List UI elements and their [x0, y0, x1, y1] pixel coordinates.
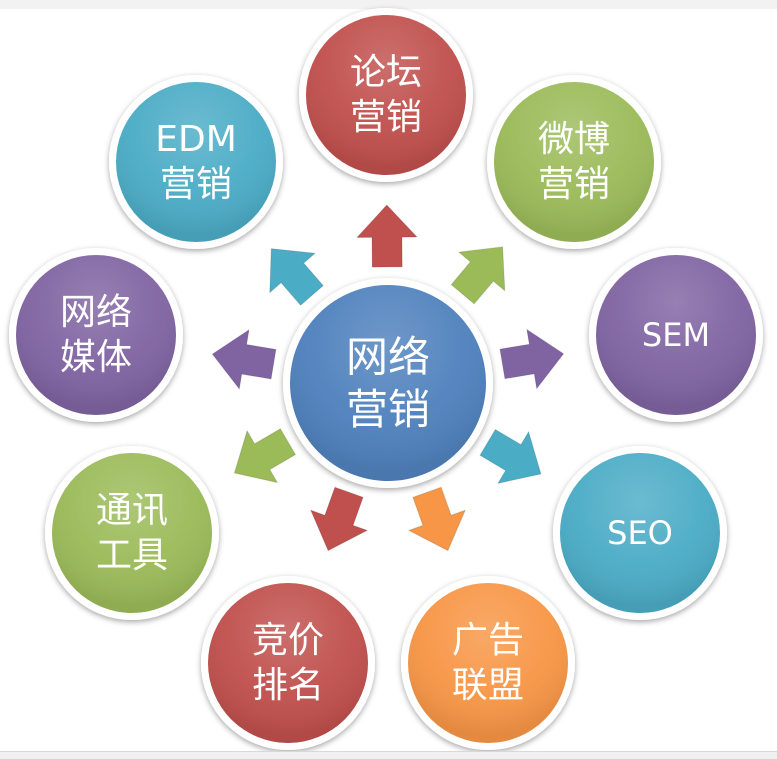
- arrow-to-bidding: [309, 486, 369, 552]
- node-comm-tools-label-line-2: 工具: [96, 535, 168, 576]
- node-ad-alliance-gloss: [408, 583, 568, 743]
- node-seo-label-line-1: SEO: [607, 514, 673, 552]
- node-weibo-gloss: [494, 82, 654, 242]
- node-bidding-gloss: [208, 583, 368, 743]
- top-border: [0, 0, 777, 9]
- arrow-to-bidding-shape: [309, 486, 369, 552]
- arrow-to-comm-tools-shape: [233, 428, 297, 484]
- arrow-to-ad-alliance-shape: [407, 486, 467, 552]
- node-seo-gloss: [560, 453, 720, 613]
- arrow-to-forum-shape: [355, 204, 419, 268]
- arrow-to-sem: [499, 328, 565, 390]
- arrow-to-forum: [355, 204, 419, 268]
- node-forum-label-line-1: 论坛: [350, 52, 422, 93]
- arrow-to-weibo-shape: [450, 246, 506, 305]
- node-bidding-label-line-1: 竞价: [252, 620, 324, 661]
- node-comm-tools-label-line-1: 通讯: [96, 490, 168, 531]
- arrow-to-net-media-shape: [211, 328, 277, 391]
- node-net-media-label-line-2: 媒体: [60, 337, 132, 378]
- node-sem-label-line-1: SEM: [642, 316, 710, 354]
- center-node-circle-gloss: [290, 285, 486, 481]
- arrow-to-edm: [269, 248, 324, 306]
- arrow-to-weibo: [450, 246, 506, 305]
- node-net-media-gloss: [16, 255, 176, 415]
- node-seo: SEO: [553, 446, 727, 620]
- bottom-border: [0, 751, 777, 759]
- arrows-layer: [211, 204, 565, 552]
- arrow-to-seo: [479, 428, 542, 485]
- node-sem: SEM: [589, 248, 763, 422]
- node-sem-gloss: [596, 255, 756, 415]
- node-forum-label-line-2: 营销: [350, 97, 422, 138]
- center-node-circle-label-line-1: 网络: [346, 332, 430, 381]
- arrow-to-comm-tools: [233, 428, 297, 484]
- center-node-circle-label-line-2: 营销: [346, 385, 430, 434]
- node-edm-label-line-2: 营销: [160, 164, 232, 205]
- node-ad-alliance-label-line-2: 联盟: [452, 665, 524, 706]
- arrow-to-edm-shape: [269, 248, 324, 306]
- node-weibo-label-line-1: 微博: [538, 119, 610, 160]
- arrow-to-seo-shape: [479, 428, 542, 485]
- node-net-media-label-line-1: 网络: [60, 292, 132, 333]
- arrow-to-ad-alliance: [407, 486, 467, 552]
- node-bidding-label-line-2: 排名: [252, 665, 324, 706]
- node-comm-tools-gloss: [52, 453, 212, 613]
- node-edm-label-line-1: EDM: [155, 119, 237, 160]
- node-edm-gloss: [116, 82, 276, 242]
- arrow-to-sem-shape: [499, 328, 565, 390]
- arrow-to-net-media: [211, 328, 277, 391]
- node-weibo-label-line-2: 营销: [538, 164, 610, 205]
- node-ad-alliance-label-line-1: 广告: [452, 620, 524, 661]
- node-forum-gloss: [306, 15, 466, 175]
